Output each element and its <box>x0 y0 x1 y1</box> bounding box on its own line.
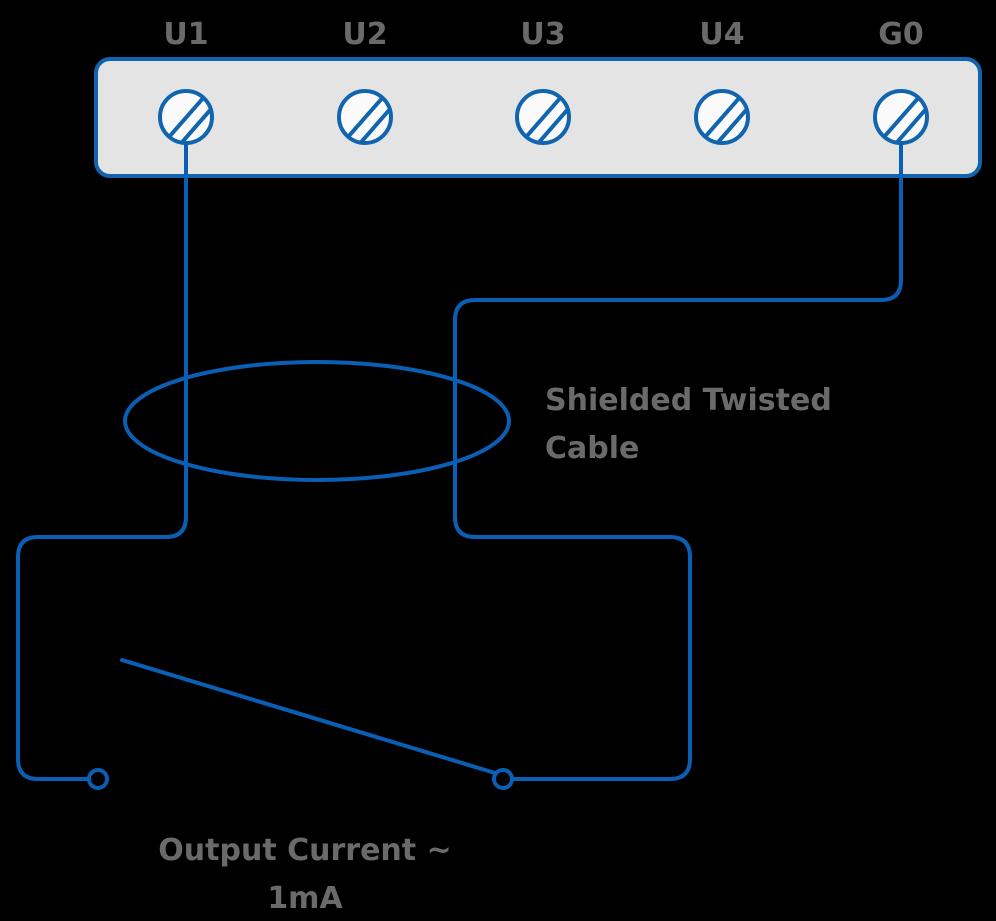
screw-terminal-u3[interactable] <box>515 88 582 148</box>
shielded-cable-label-line2: Cable <box>545 431 639 466</box>
terminal-label-g0: G0 <box>878 17 924 52</box>
terminal-label-u4: U4 <box>699 17 744 52</box>
switch-node-right <box>492 768 514 790</box>
output-current-label-line1: Output Current ~ <box>158 833 451 868</box>
terminal-label-u3: U3 <box>520 17 565 52</box>
terminal-label-u1: U1 <box>163 17 208 52</box>
output-current-label-line2: 1mA <box>267 881 343 916</box>
terminal-label-u2: U2 <box>342 17 387 52</box>
switch-lever <box>120 658 497 775</box>
screw-terminal-u1[interactable] <box>158 88 225 148</box>
wire-g0-to-source-right <box>453 143 903 781</box>
shielded-cable-label-line1: Shielded Twisted <box>545 383 832 418</box>
wire-u1-to-source-left <box>16 143 188 781</box>
switch-node-left <box>87 768 109 790</box>
twisted-pair-ellipse <box>123 360 511 482</box>
current-source-switch[interactable] <box>87 658 514 790</box>
screw-terminal-u2[interactable] <box>337 88 404 148</box>
screw-terminal-u4[interactable] <box>694 88 761 148</box>
